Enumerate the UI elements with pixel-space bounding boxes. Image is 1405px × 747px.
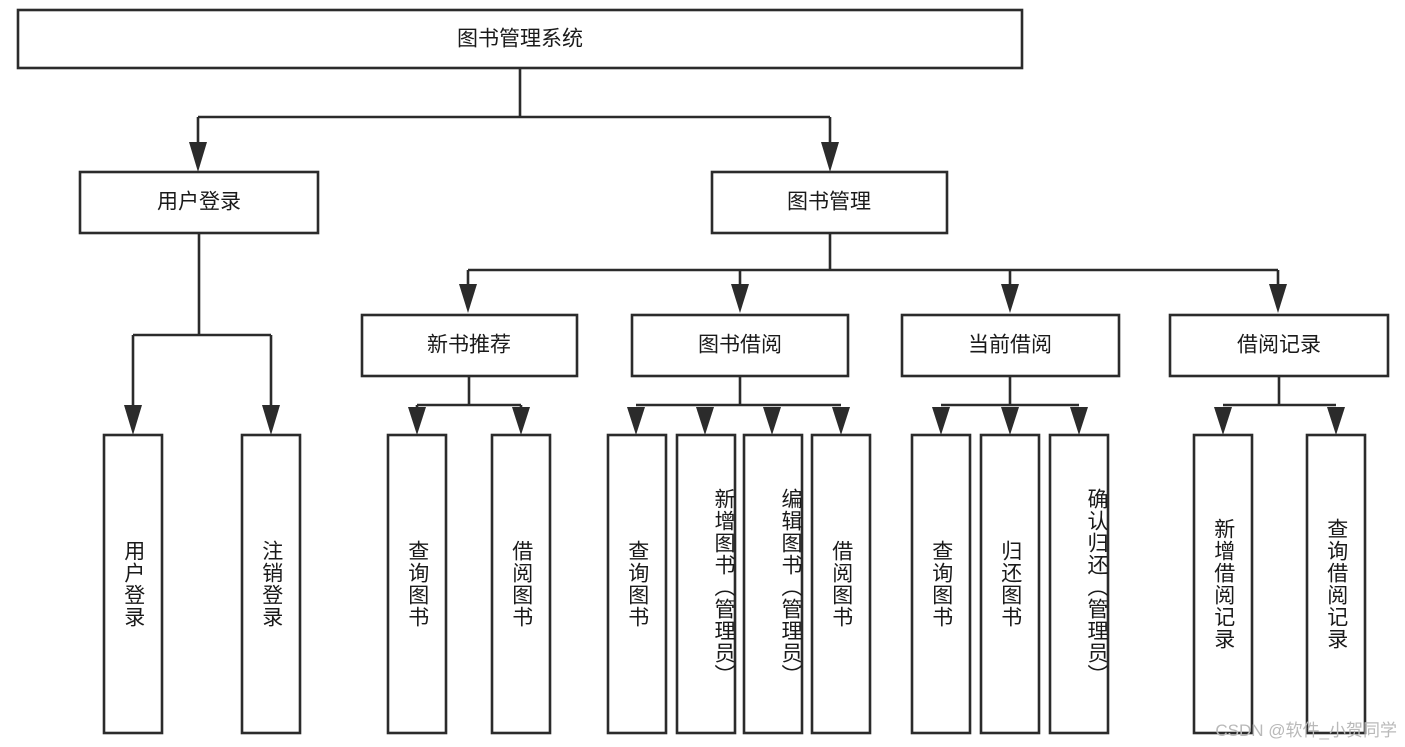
arrow-head-leaf-add-book — [696, 407, 714, 435]
node-leaf-logout-login[interactable] — [240, 433, 302, 735]
node-borrow-record[interactable]: 借阅记录 — [1168, 313, 1390, 378]
node-leaf-query-record[interactable] — [1305, 433, 1367, 735]
arrow-head-new-book — [459, 284, 477, 313]
arrow-head-book-management — [821, 142, 839, 172]
node-leaf-add-book[interactable] — [675, 433, 737, 735]
node-leaf-query-book-3[interactable] — [910, 433, 972, 735]
node-borrow-record-label: 借阅记录 — [1237, 334, 1321, 357]
node-leaf-borrow-book-1[interactable] — [490, 433, 552, 735]
node-leaf-query-book-2[interactable] — [606, 433, 668, 735]
node-current-borrow[interactable]: 当前借阅 — [900, 313, 1121, 378]
arrow-head-leaf-borrow-book-2 — [832, 407, 850, 435]
node-leaf-confirm-return[interactable] — [1048, 433, 1110, 735]
node-book-borrow[interactable]: 图书借阅 — [630, 313, 850, 378]
node-new-book-recommend-label: 新书推荐 — [427, 334, 511, 357]
node-user-login[interactable]: 用户登录 — [78, 170, 320, 235]
node-book-management-label: 图书管理 — [787, 191, 871, 214]
arrow-head-leaf-add-record — [1214, 407, 1232, 435]
node-leaf-edit-book[interactable] — [742, 433, 804, 735]
arrow-head-leaf-return-book — [1001, 407, 1019, 435]
node-current-borrow-label: 当前借阅 — [968, 334, 1052, 357]
arrow-head-leaf-confirm-return — [1070, 407, 1088, 435]
arrow-head-book-borrow — [731, 284, 749, 313]
arrow-head-leaf-query-book-2 — [627, 407, 645, 435]
node-user-login-label: 用户登录 — [157, 191, 241, 214]
node-leaf-query-book-1[interactable] — [386, 433, 448, 735]
arrow-head-leaf-query-book-3 — [932, 407, 950, 435]
arrow-head-leaf-edit-book — [763, 407, 781, 435]
node-root[interactable]: 图书管理系统 — [16, 8, 1024, 70]
node-book-management[interactable]: 图书管理 — [710, 170, 949, 235]
node-leaf-add-record[interactable] — [1192, 433, 1254, 735]
arrow-head-leaf-logout-login — [262, 405, 280, 435]
watermark-text: CSDN @软件_小贺同学 — [1215, 721, 1397, 740]
arrow-head-current-borrow — [1001, 284, 1019, 313]
arrow-head-leaf-borrow-book-1 — [512, 407, 530, 435]
node-new-book-recommend[interactable]: 新书推荐 — [360, 313, 579, 378]
connector-layer — [124, 68, 1345, 435]
node-leaf-user-login[interactable] — [102, 433, 164, 735]
node-leaf-borrow-book-2[interactable] — [810, 433, 872, 735]
node-layer: 图书管理系统 用户登录 图书管理 新书推荐 图书借阅 — [16, 8, 1390, 735]
arrow-head-borrow-record — [1269, 284, 1287, 313]
node-book-borrow-label: 图书借阅 — [698, 334, 782, 357]
arrow-head-leaf-query-record — [1327, 407, 1345, 435]
arrow-head-user-login — [189, 142, 207, 172]
node-root-label: 图书管理系统 — [457, 28, 583, 51]
arrow-head-leaf-user-login — [124, 405, 142, 435]
node-leaf-return-book[interactable] — [979, 433, 1041, 735]
arrow-head-leaf-query-book-1 — [408, 407, 426, 435]
